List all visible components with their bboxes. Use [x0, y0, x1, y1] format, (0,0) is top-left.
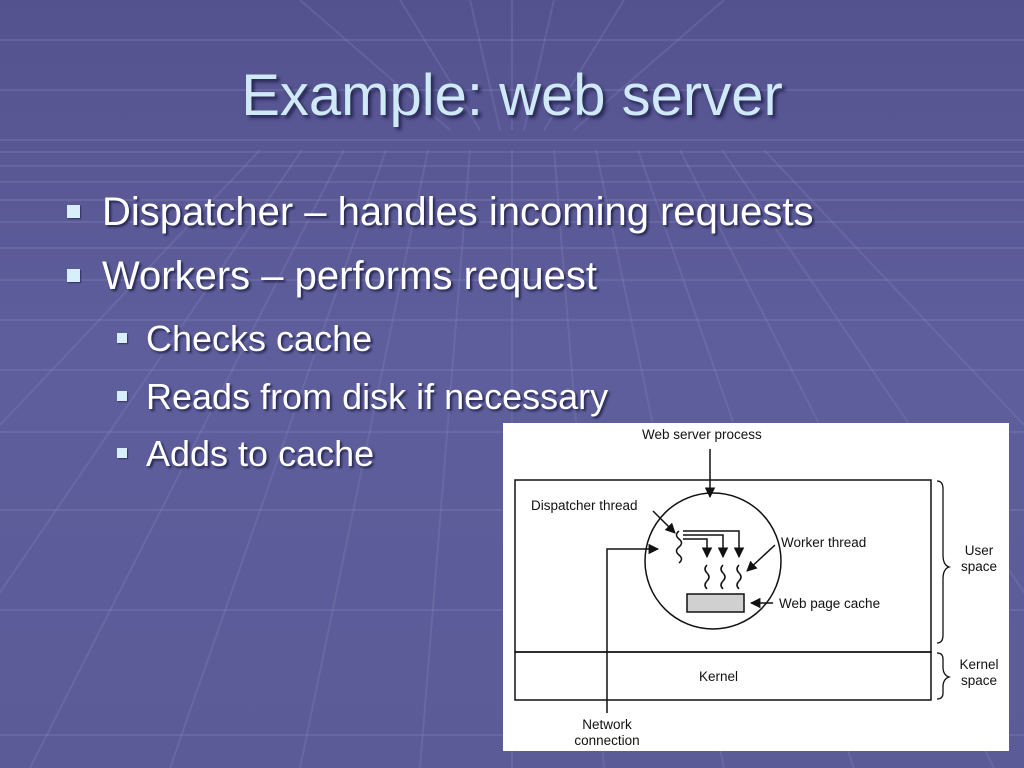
bullet-workers: Workers – performs request [67, 254, 597, 299]
worker-pointer [746, 544, 776, 572]
bullet-dispatcher: Dispatcher – handles incoming requests [67, 190, 814, 235]
bullet-text: Workers – performs request [102, 254, 597, 298]
bullet-text: Reads from disk if necessary [146, 376, 609, 417]
network-path [606, 543, 660, 713]
label-kernel: Kernel [699, 669, 739, 684]
worker-squiggle-1 [704, 564, 710, 590]
worker-squiggle-2 [720, 564, 726, 590]
web-page-cache-box [686, 593, 745, 613]
square-bullet-icon [117, 391, 127, 401]
square-bullet-icon [67, 269, 80, 282]
dispatcher-pointer [652, 510, 676, 534]
sub-bullet-adds-cache: Adds to cache [117, 433, 375, 475]
square-bullet-icon [117, 448, 127, 458]
label-kernel-space: Kernel space [959, 657, 999, 688]
square-bullet-icon [117, 333, 127, 343]
label-user-space: User space [960, 543, 998, 574]
bullet-text: Dispatcher – handles incoming requests [102, 190, 814, 234]
label-web-server-process: Web server process [642, 427, 762, 442]
label-network-connection: Network connection [574, 717, 640, 748]
square-bullet-icon [67, 205, 80, 218]
label-worker-thread: Worker thread [781, 535, 867, 550]
label-dispatcher-thread: Dispatcher thread [531, 498, 638, 513]
dispatch-arrow-1 [683, 538, 713, 559]
bullet-text: Adds to cache [146, 433, 375, 474]
sub-bullet-reads-disk: Reads from disk if necessary [117, 376, 609, 418]
diagram-drawing [514, 449, 952, 713]
dispatcher-squiggle [675, 530, 683, 564]
web-server-diagram: Web server process Dispatcher thread Wor… [503, 423, 1009, 751]
kernel-space-brace [936, 652, 952, 700]
kernel-box [514, 651, 932, 701]
dispatch-arrow-2 [683, 534, 729, 559]
label-web-page-cache: Web page cache [779, 596, 881, 611]
sub-bullet-checks-cache: Checks cache [117, 318, 373, 360]
user-space-brace [936, 480, 952, 644]
bullet-text: Checks cache [146, 318, 373, 359]
worker-squiggle-3 [736, 564, 742, 590]
slide-title: Example: web server [241, 63, 783, 128]
dispatch-arrow-3 [683, 530, 745, 559]
